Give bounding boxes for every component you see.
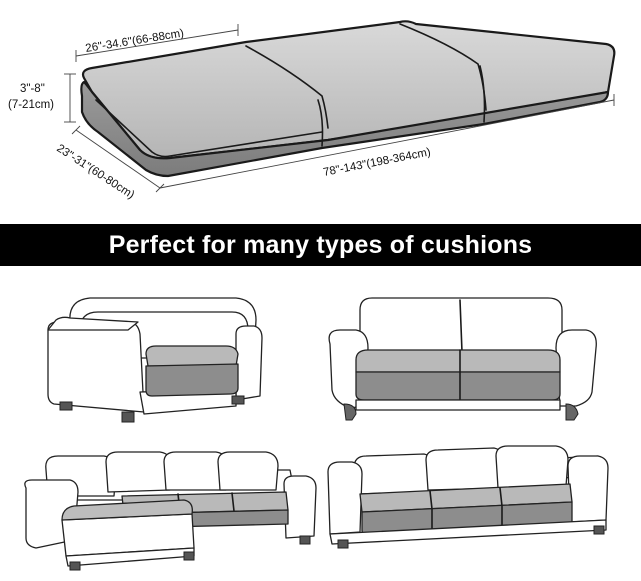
armchair-foot-1 [59,401,73,411]
sectional-foot-3 [299,535,311,545]
dim-height-label-2: (7-21cm) [8,99,54,111]
three-seat-foot-1 [337,539,349,549]
three-seat-foot-2 [593,525,605,535]
sectional-foot-1 [69,561,81,571]
cushion-dimension-diagram: 26"-34.6"(66-88cm) 3"-8" (7-21cm) 23"-31… [8,20,616,202]
sectional-foot-2 [183,551,195,561]
loveseat-foot-1 [343,403,357,421]
cushion-front-face [80,80,610,178]
dim-line-depth [75,129,161,189]
dim-total-length-label: 78"-143"(198-364cm) [322,146,432,179]
dim-height-label-1: 3"-8" [20,83,45,95]
cushion-seam-front-1 [317,99,324,147]
dim-line-length [75,29,239,57]
loveseat-foot-2 [565,403,579,421]
armchair-foot-2 [121,411,135,423]
banner-headline: Perfect for many types of cushions [108,230,533,259]
dim-length-label: 26"-34.6"(66-88cm) [85,28,185,55]
sectional-sofa-illustration [24,451,317,571]
dim-line-total-length [159,99,615,189]
cushion-seam-1 [245,45,329,129]
armchair-foot-3 [231,395,245,405]
loveseat-back-seam [459,299,463,353]
three-seat-seam-top-2 [499,487,503,507]
sectional-seam-2 [231,492,235,512]
cushion-piping-front [95,99,323,158]
dim-tick-depth-a [71,125,81,135]
loveseat-illustration [328,297,597,421]
cushion-seam-front-2 [479,65,486,123]
armchair-illustration [47,297,263,423]
three-seat-sofa-illustration [327,445,609,549]
three-seat-seam-top-1 [429,490,433,510]
feature-banner: Perfect for many types of cushions [0,224,641,266]
